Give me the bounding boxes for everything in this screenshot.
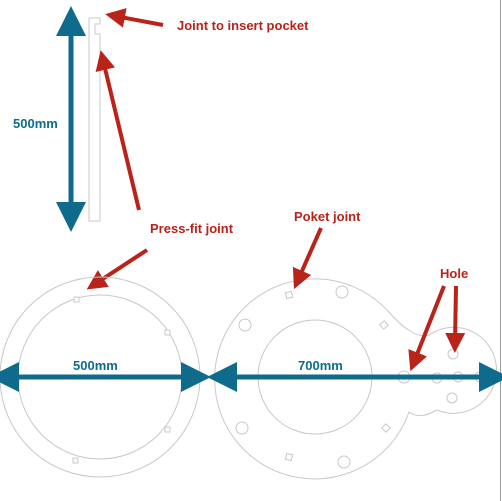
ring-diameter-label: 500mm [73, 358, 118, 373]
poket-joint-arrow [292, 227, 323, 290]
joint-pocket-arrow [105, 8, 164, 28]
strip-length-label: 500mm [13, 116, 58, 131]
plate-diameter-label: 700mm [298, 358, 343, 373]
poket-joint-label: Poket joint [294, 209, 361, 224]
press-fit-joint-label: Press-fit joint [150, 221, 234, 236]
hole-arrow-right [445, 285, 466, 353]
vertical-strip [88, 17, 101, 222]
hole-label: Hole [440, 266, 468, 281]
press-fit-arrow-strip [95, 50, 141, 211]
hole-arrow-left [408, 285, 446, 372]
press-fit-arrow-ring [86, 248, 149, 290]
joint-to-insert-pocket-label: Joint to insert pocket [177, 18, 309, 33]
